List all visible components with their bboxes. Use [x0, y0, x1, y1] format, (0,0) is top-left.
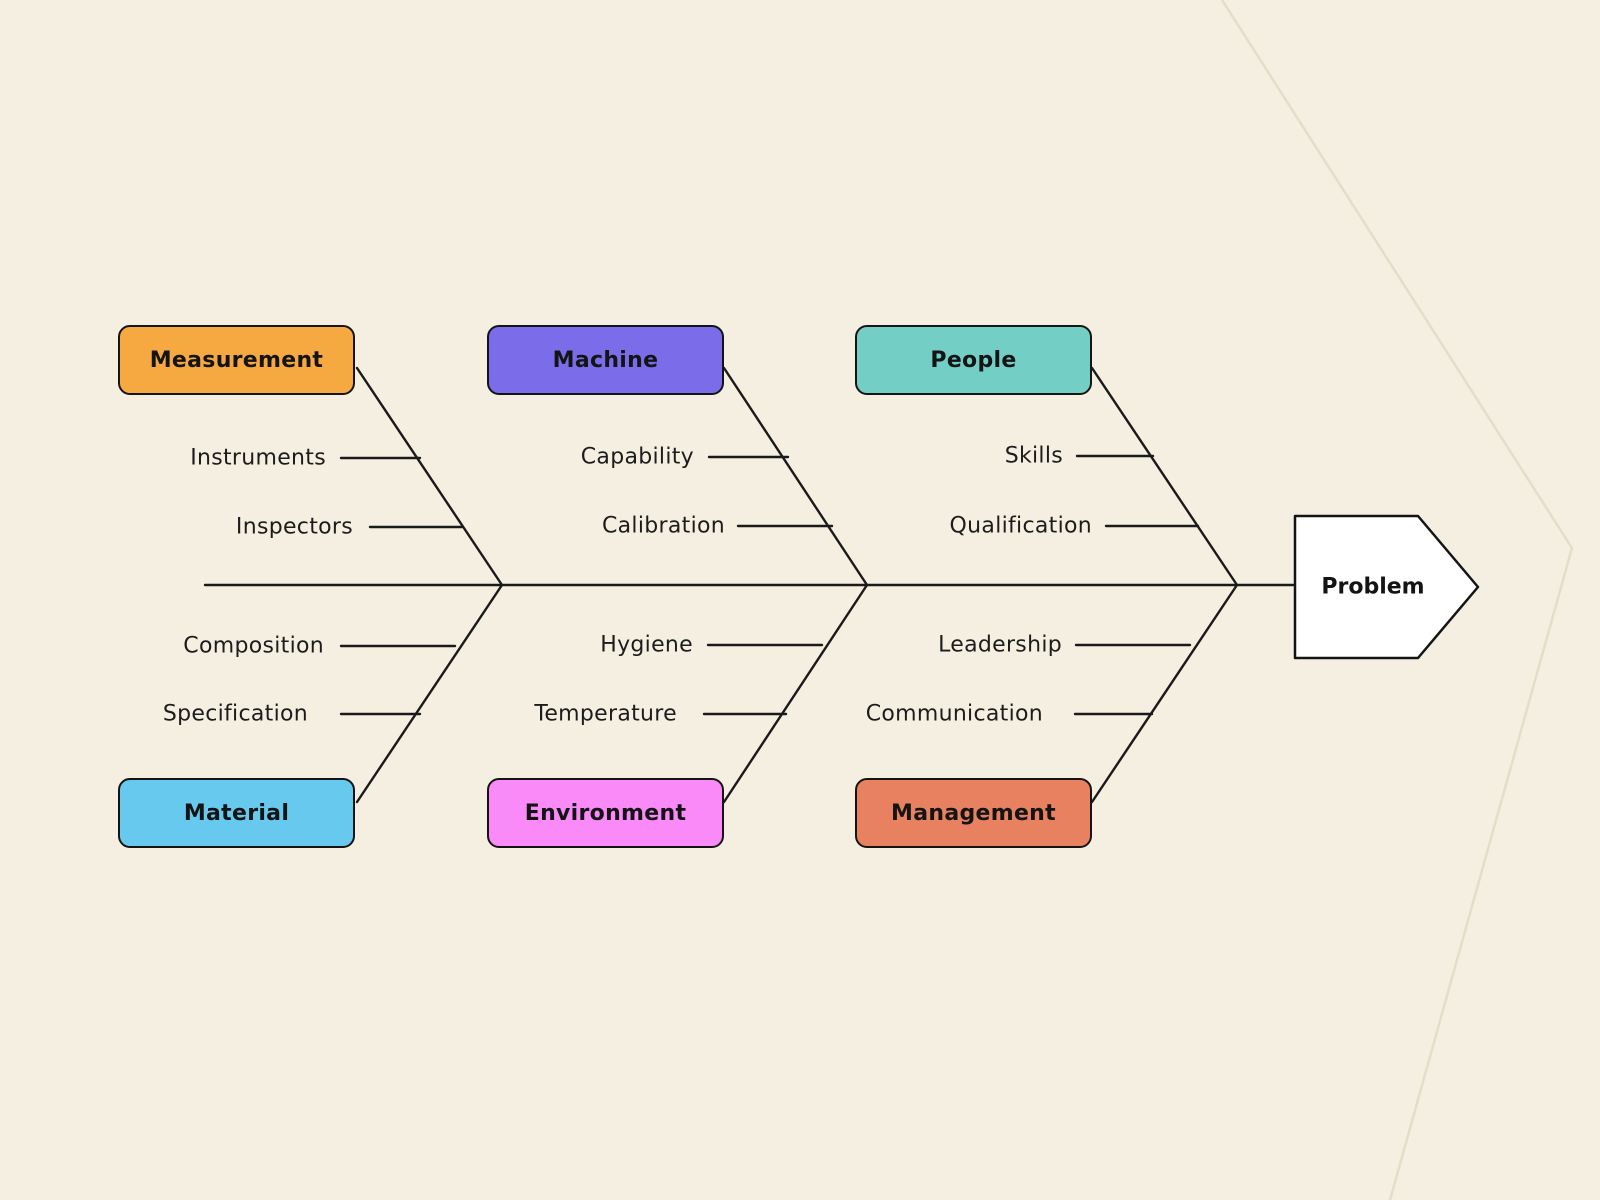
cause-label-calibration: Calibration: [601, 513, 725, 539]
bone-management: [1090, 583, 1239, 804]
bone-material: [355, 583, 504, 804]
cause-label-hygiene: Hygiene: [600, 632, 693, 658]
category-label-people: People: [930, 347, 1017, 373]
bone-environment: [722, 583, 869, 804]
problem-label: Problem: [1321, 574, 1425, 600]
cause-label-specification: Specification: [162, 701, 308, 727]
cause-label-temperature: Temperature: [534, 701, 677, 727]
cause-label-inspectors: Inspectors: [235, 514, 353, 540]
category-label-environment: Environment: [524, 800, 687, 826]
cause-label-communication: Communication: [865, 701, 1043, 727]
category-box-material: Material: [118, 778, 355, 848]
bone-measurement: [355, 366, 504, 587]
bone-people: [1090, 366, 1239, 587]
problem-shape: [1293, 514, 1480, 660]
cause-label-skills: Skills: [1004, 443, 1063, 469]
category-label-machine: Machine: [552, 347, 659, 373]
category-box-environment: Environment: [487, 778, 724, 848]
cause-label-qualification: Qualification: [949, 513, 1092, 539]
category-box-machine: Machine: [487, 325, 724, 395]
category-label-material: Material: [183, 800, 290, 826]
category-box-measurement: Measurement: [118, 325, 355, 395]
background-decoration-chevron: [1220, 0, 1574, 1200]
cause-label-composition: Composition: [183, 633, 324, 659]
category-box-people: People: [855, 325, 1092, 395]
bone-machine: [722, 366, 869, 587]
cause-label-instruments: Instruments: [190, 445, 326, 471]
category-label-measurement: Measurement: [149, 347, 324, 373]
category-box-management: Management: [855, 778, 1092, 848]
category-label-management: Management: [891, 800, 1056, 826]
cause-label-capability: Capability: [580, 444, 694, 470]
cause-label-leadership: Leadership: [938, 632, 1062, 658]
